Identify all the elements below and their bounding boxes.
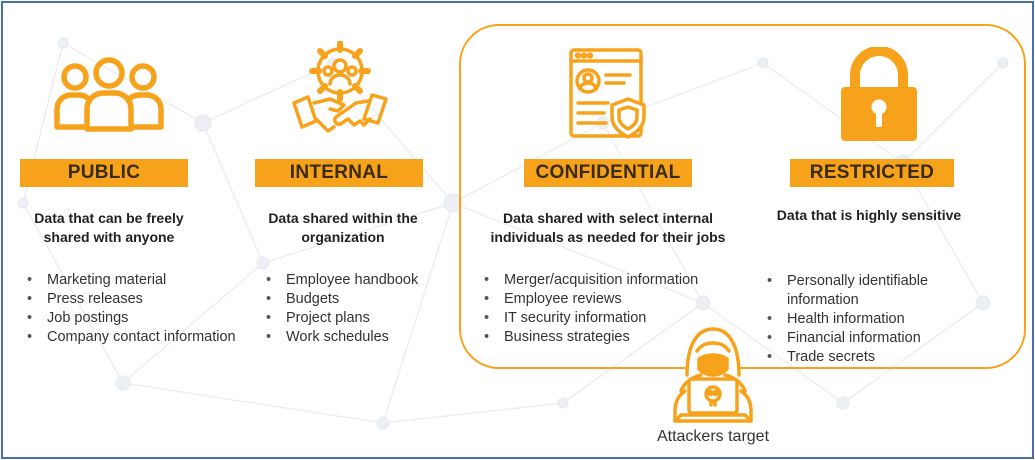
category-item-list: Merger/acquisition information Employee … [482,271,744,347]
category-label: RESTRICTED [790,159,954,187]
handshake-gear-icon [292,41,388,133]
list-item: Employee handbook [266,271,476,290]
category-description: Data that can be freely shared with anyo… [34,210,184,245]
list-item: Job postings [27,309,237,328]
list-item: Trade secrets [767,348,987,367]
attackers-target-caption: Attackers target [656,428,770,445]
profile-document-shield-icon [569,48,646,139]
list-item: Personally identifiable information [767,272,987,310]
people-group-icon [54,57,164,132]
category-item-list: Personally identifiable information Heal… [765,272,987,367]
list-item: Work schedules [266,328,476,347]
list-item: Marketing material [27,271,237,290]
category-item-list: Marketing material Press releases Job po… [25,271,237,347]
list-item: Employee reviews [484,290,744,309]
category-label: CONFIDENTIAL [524,159,692,187]
list-item: Project plans [266,309,476,328]
list-item: Merger/acquisition information [484,271,744,290]
category-label: PUBLIC [20,159,188,187]
category-description: Data that is highly sensitive [776,207,962,223]
list-item: Press releases [27,290,237,309]
category-label: INTERNAL [255,159,423,187]
attacker-target-highlight [459,24,1026,369]
list-item: Business strategies [484,328,744,347]
list-item: Budgets [266,290,476,309]
hooded-hacker-icon [673,327,753,423]
padlock-icon [841,47,917,141]
category-description: Data shared within the organization [268,210,418,245]
list-item: Health information [767,310,987,329]
list-item: IT security information [484,309,744,328]
category-item-list: Employee handbook Budgets Project plans … [264,271,476,347]
category-description: Data shared with select internal individ… [490,210,726,245]
list-item: Financial information [767,329,987,348]
list-item: Company contact information [27,328,237,347]
